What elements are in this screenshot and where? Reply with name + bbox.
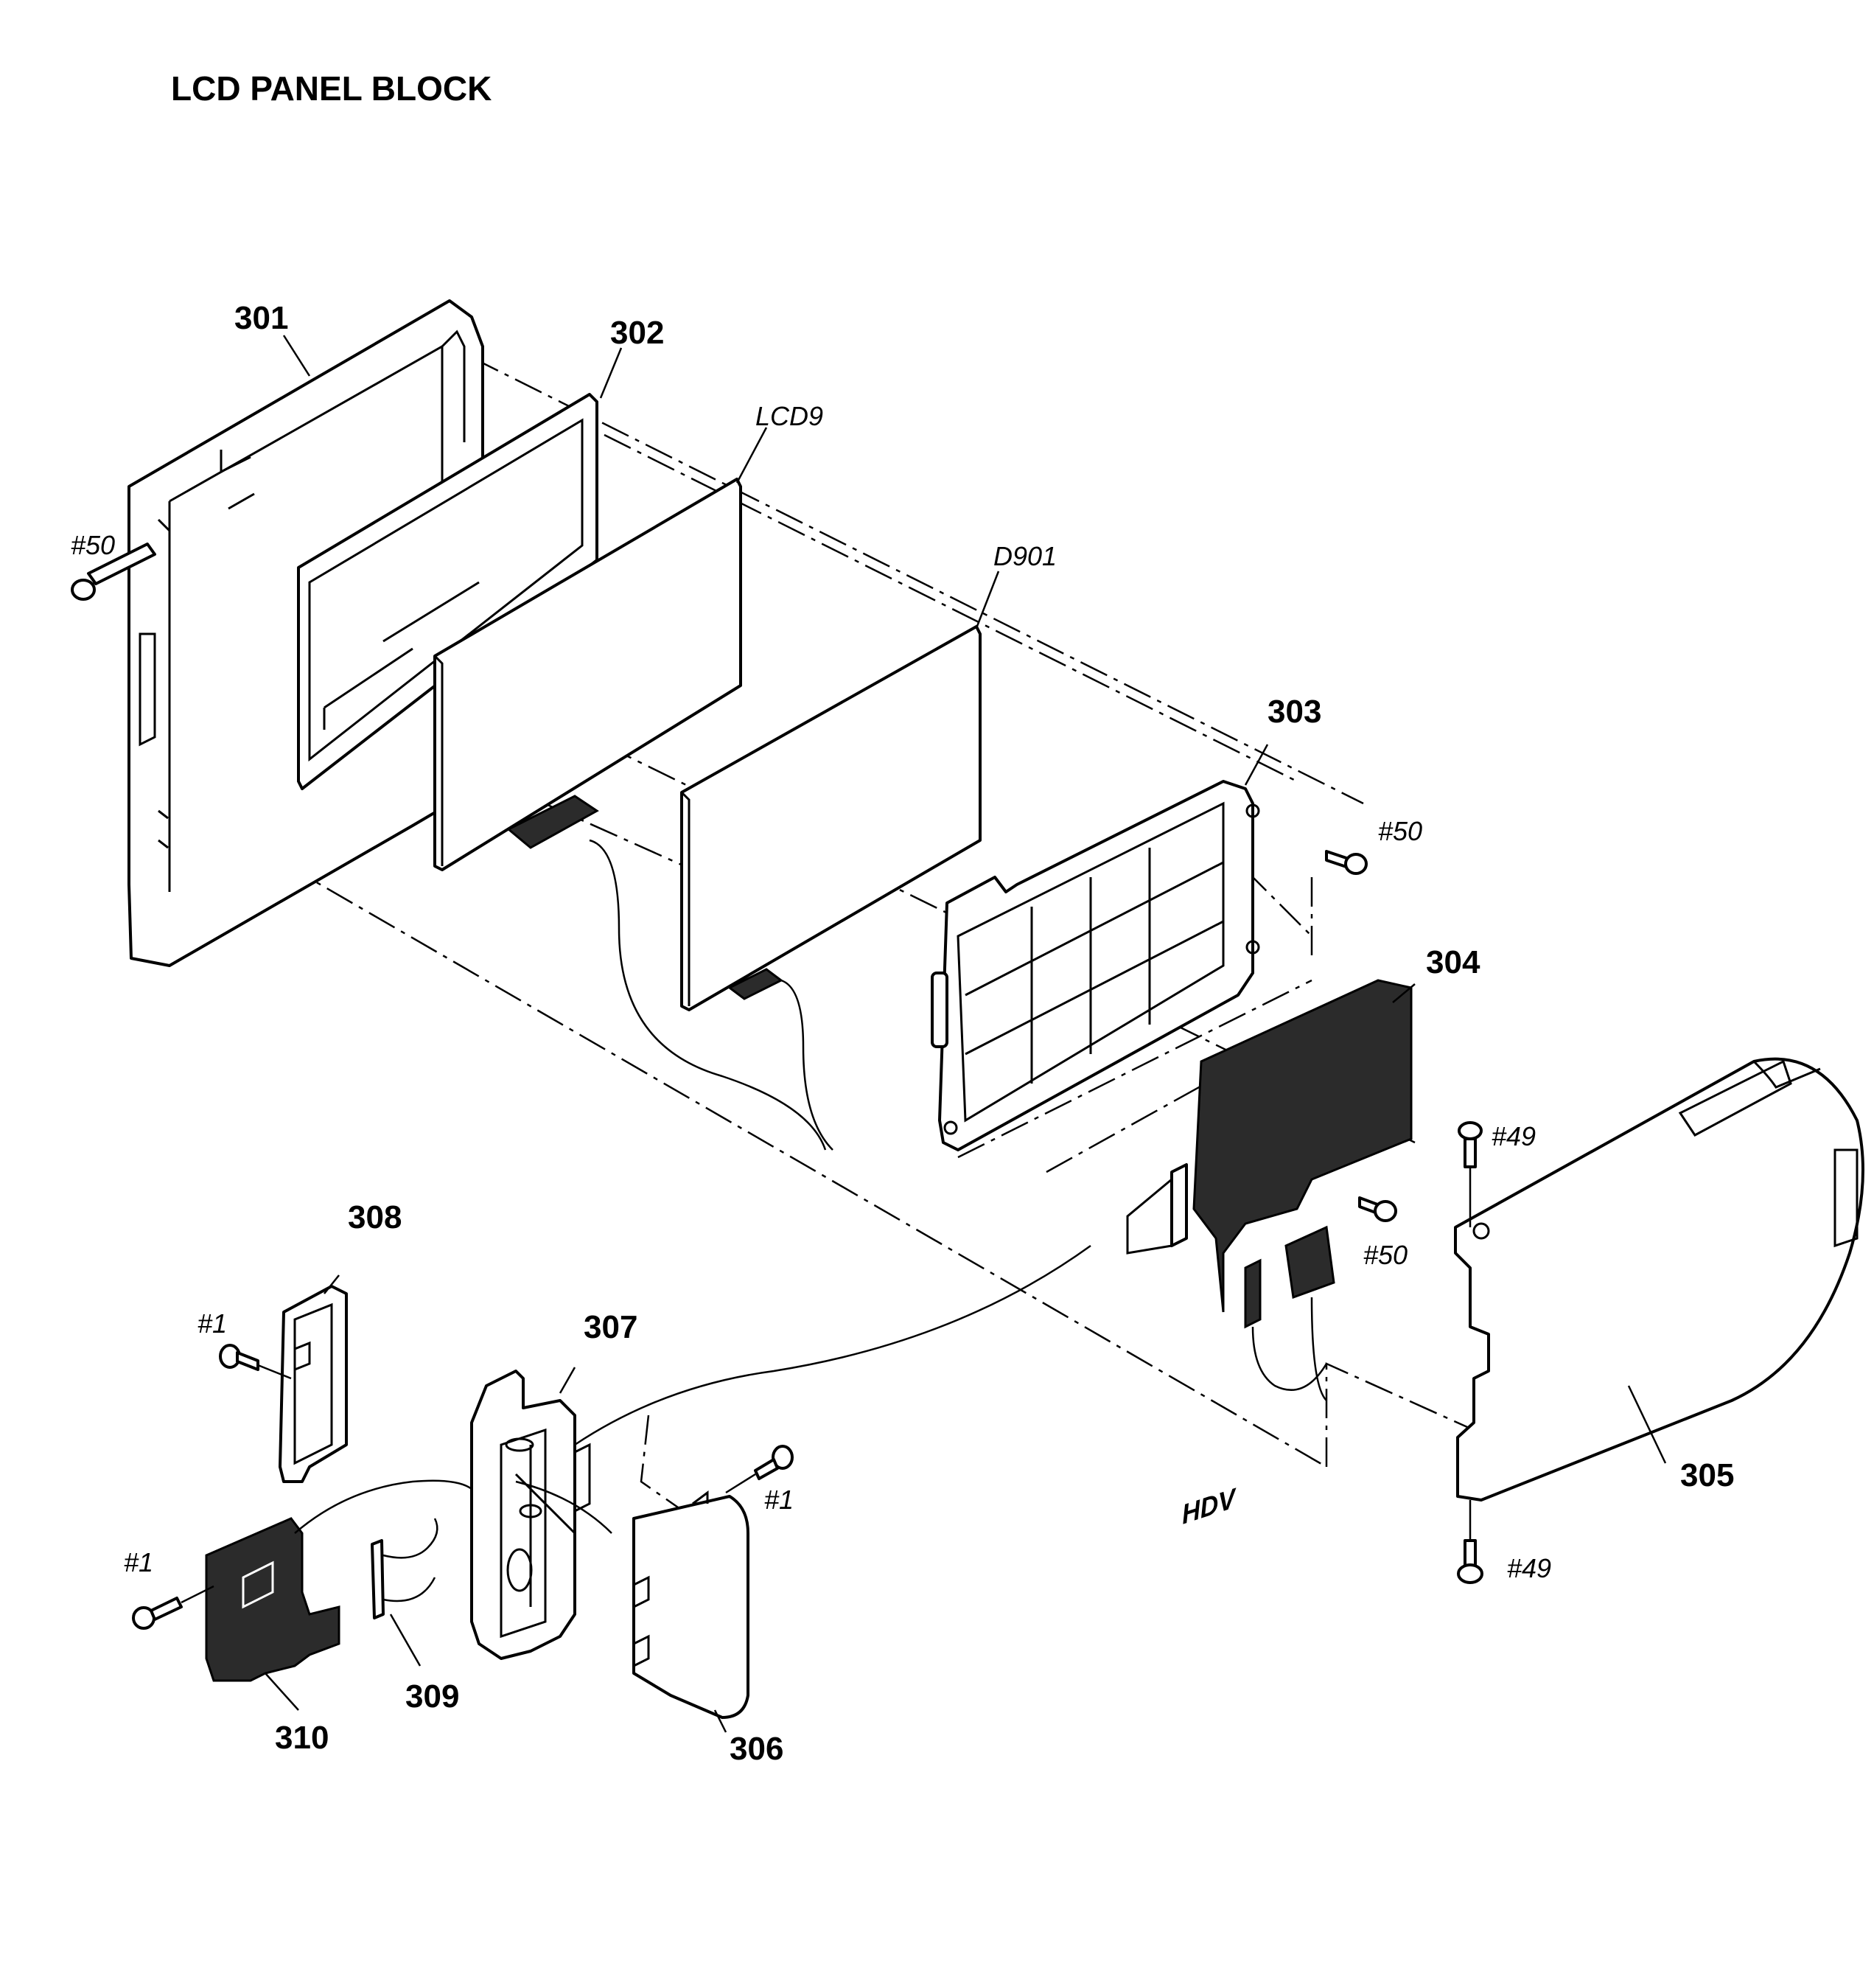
screw-50-left [71,543,156,601]
label-304: 304 [1426,944,1480,980]
d901-backlight [680,625,982,1151]
part-310-board [205,1479,472,1682]
label-303: 303 [1268,694,1321,730]
screw-1-right [725,1445,794,1494]
label-309: 309 [405,1678,459,1715]
label-307: 307 [584,1309,637,1345]
label-leaders [265,335,1667,1733]
screw-1-left-top [219,1344,292,1380]
part-309-flex [371,1518,438,1619]
label-301: 301 [234,300,288,336]
label-screw-50-left: #50 [71,530,115,560]
label-screw-1-left-top: #1 [197,1308,227,1339]
label-screw-49-lower: #49 [1507,1553,1551,1583]
label-lcd9: LCD9 [755,401,823,431]
label-302: 302 [610,315,664,351]
part-304-circuit-board [1192,979,1413,1401]
screw-1-left-bottom [132,1585,214,1630]
part-306-side-cap [632,1490,749,1719]
part-303-rear-bracket [931,780,1260,1151]
label-d901: D901 [993,541,1057,571]
flex-connector [1126,1163,1188,1255]
label-screw-50-upper: #50 [1378,816,1422,846]
interconnect-cables [515,1244,1091,1534]
label-306: 306 [730,1731,783,1767]
label-308: 308 [348,1199,402,1235]
hdv-marking: HDV [1181,1482,1238,1530]
label-screw-1-right: #1 [764,1485,794,1515]
label-screw-1-left-bottom: #1 [124,1547,153,1577]
label-305: 305 [1680,1457,1734,1493]
label-screw-49-upper: #49 [1492,1121,1536,1151]
screw-49-lower [1457,1500,1483,1584]
lcd9-panel [433,478,827,1151]
label-screw-50-lower: #50 [1363,1240,1408,1270]
label-310: 310 [275,1720,329,1756]
part-307-hinge [470,1370,591,1660]
screw-50-upper [1325,850,1368,875]
diagram-title: LCD PANEL BLOCK [171,69,492,108]
screw-49-upper [1458,1121,1483,1227]
part-308-bracket [279,1285,348,1483]
screw-50-lower [1358,1196,1397,1222]
